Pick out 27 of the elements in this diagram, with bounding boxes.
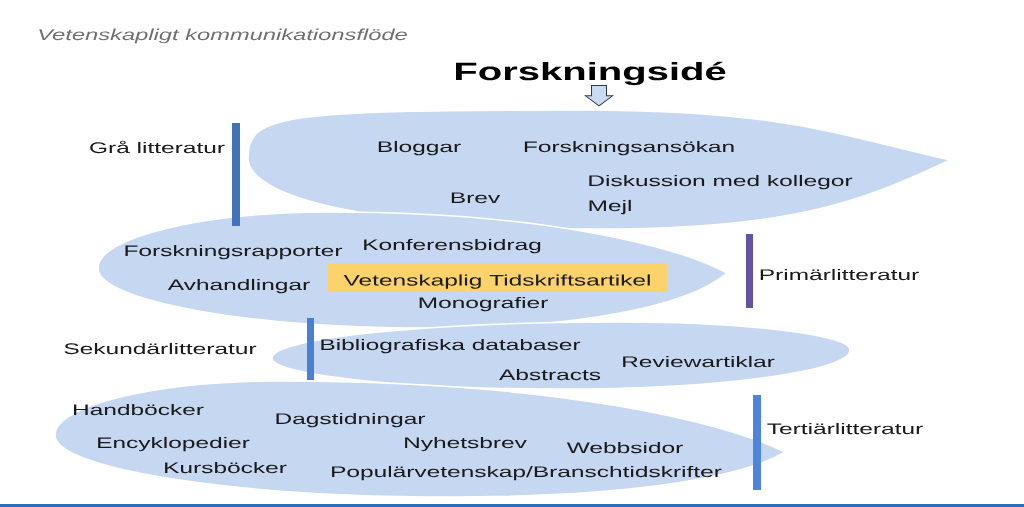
category-label: Tertiärlitteratur	[767, 422, 923, 435]
item-label: Avhandlingar	[167, 278, 310, 294]
item-label: Monografier	[419, 296, 548, 312]
item-label: Kursböcker	[165, 461, 287, 474]
item-label: Forskningsrapporter	[125, 244, 343, 260]
heading-label: Forskningsidé	[456, 61, 726, 86]
category-label: Grå litteratur	[90, 140, 225, 154]
item-label: Dagstidningar	[276, 412, 426, 428]
item-label: Mejl	[589, 199, 631, 215]
item-label: Webbsidor	[566, 441, 683, 454]
item-label: Diskussion med kollegor	[589, 174, 853, 190]
item-label: Abstracts	[499, 368, 601, 381]
item-label: Bloggar	[378, 140, 461, 156]
item-label: Encyklopedier	[98, 436, 250, 452]
category-label: Sekundärlitteratur	[64, 342, 257, 355]
item-label: Populärvetenskap/Branschtidskrifter	[332, 465, 722, 481]
item-label: Reviewartiklar	[623, 355, 775, 368]
item-label: Forskningsansökan	[524, 140, 734, 156]
item-label: Brev	[451, 192, 501, 204]
item-label: Handböcker	[74, 403, 204, 416]
title: Vetenskapligt kommunikationsflöde	[39, 28, 407, 44]
item-label: Nyhetsbrev	[405, 436, 527, 452]
item-label: Bibliografiska databaser	[321, 338, 581, 354]
highlight-box: Vetenskaplig Tidskriftsartikel	[328, 263, 667, 292]
block-arrow	[585, 85, 613, 107]
item-label: Konferensbidrag	[364, 238, 541, 254]
category-label: Primärlitteratur	[760, 268, 919, 281]
